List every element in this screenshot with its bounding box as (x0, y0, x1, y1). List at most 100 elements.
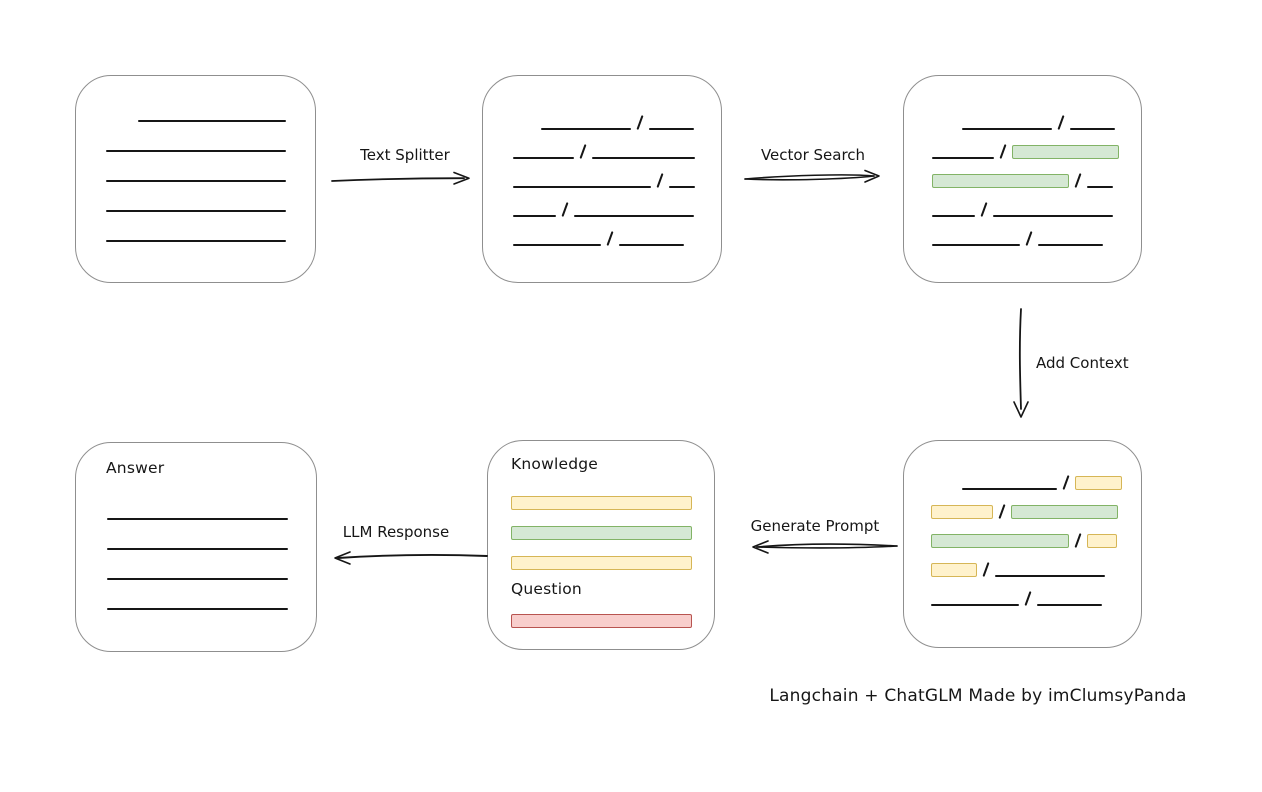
text-line (619, 244, 684, 246)
slash-separator (982, 562, 990, 577)
text-line (1037, 604, 1102, 606)
slash-separator (1074, 533, 1082, 548)
text-line (107, 608, 288, 610)
text-line (1087, 186, 1113, 188)
chunk-row (962, 114, 1141, 130)
text-line (993, 215, 1113, 217)
question-heading: Question (511, 580, 582, 598)
slash-separator (579, 144, 587, 159)
slash-separator (998, 504, 1006, 519)
green-highlight-chunk (931, 534, 1069, 548)
prompt-box: Knowledge Question (487, 440, 715, 650)
text-line (107, 578, 288, 580)
slash-separator (1062, 475, 1070, 490)
green-highlight-chunk (1011, 505, 1118, 519)
split-chunk-rows (483, 76, 721, 282)
vector-search-label: Vector Search (760, 146, 866, 164)
chunk-row (541, 114, 721, 130)
text-line (106, 150, 286, 152)
text-line (1070, 128, 1115, 130)
yellow-highlight-chunk (1075, 476, 1122, 490)
text-line (574, 215, 694, 217)
yellow-bar (511, 496, 692, 510)
text-line (995, 575, 1105, 577)
chunk-row (931, 503, 1141, 519)
text-line (107, 548, 288, 550)
yellow-highlight-chunk (931, 563, 977, 577)
add-context-arrow (1013, 308, 1029, 418)
slash-separator (561, 202, 569, 217)
source-document-box (75, 75, 316, 283)
matched-chunk-rows (904, 76, 1141, 282)
slash-separator (606, 231, 614, 246)
slash-separator (636, 115, 644, 130)
generate-prompt-label: Generate Prompt (750, 517, 880, 535)
red-bar (511, 614, 692, 628)
document-text-lines (76, 76, 315, 282)
diagram-caption: Langchain + ChatGLM Made by imClumsyPand… (769, 686, 1187, 706)
slash-separator (999, 144, 1007, 159)
text-splitter-label: Text Splitter (360, 146, 450, 164)
text-line (541, 128, 631, 130)
text-line (106, 210, 286, 212)
slash-separator (1025, 231, 1033, 246)
text-line (962, 128, 1052, 130)
knowledge-bars (511, 496, 692, 586)
green-highlight-chunk (1012, 145, 1119, 159)
yellow-highlight-chunk (931, 505, 993, 519)
chunk-row (932, 172, 1141, 188)
chunk-row (513, 143, 721, 159)
chunk-row (513, 230, 721, 246)
answer-heading: Answer (106, 459, 165, 477)
knowledge-heading: Knowledge (511, 455, 599, 473)
text-line (669, 186, 695, 188)
text-line (932, 157, 994, 159)
chunk-row (932, 201, 1141, 217)
chunk-row (932, 143, 1141, 159)
answer-box: Answer (75, 442, 317, 652)
generate-prompt-arrow (752, 540, 898, 554)
chunk-row (962, 474, 1141, 490)
text-line (513, 186, 651, 188)
slash-separator (980, 202, 988, 217)
slash-separator (1024, 591, 1032, 606)
text-line (649, 128, 694, 130)
green-bar (511, 526, 692, 540)
chunk-row (513, 201, 721, 217)
text-line (513, 244, 601, 246)
text-splitter-arrow (331, 171, 470, 185)
text-line (107, 518, 288, 520)
text-line (1038, 244, 1103, 246)
green-highlight-chunk (932, 174, 1069, 188)
text-line (932, 244, 1020, 246)
context-chunk-rows (904, 441, 1141, 647)
text-line (106, 240, 286, 242)
text-line (106, 180, 286, 182)
chunk-row (931, 590, 1141, 606)
split-chunks-box (482, 75, 722, 283)
vector-search-arrow (744, 169, 880, 183)
text-line (513, 215, 556, 217)
text-line (513, 157, 574, 159)
slash-separator (1074, 173, 1082, 188)
vector-matched-chunks-box (903, 75, 1142, 283)
llm-response-arrow (334, 551, 488, 565)
answer-text-lines (76, 443, 316, 651)
context-chunks-box (903, 440, 1142, 648)
chunk-row (932, 230, 1141, 246)
yellow-bar (511, 556, 692, 570)
slash-separator (656, 173, 664, 188)
text-line (138, 120, 286, 122)
chunk-row (513, 172, 721, 188)
yellow-highlight-chunk (1087, 534, 1117, 548)
llm-response-label: LLM Response (342, 523, 450, 541)
add-context-label: Add Context (1036, 354, 1129, 372)
chunk-row (931, 532, 1141, 548)
text-line (592, 157, 695, 159)
chunk-row (931, 561, 1141, 577)
question-bar (511, 614, 692, 644)
text-line (931, 604, 1019, 606)
text-line (932, 215, 975, 217)
text-line (962, 488, 1057, 490)
